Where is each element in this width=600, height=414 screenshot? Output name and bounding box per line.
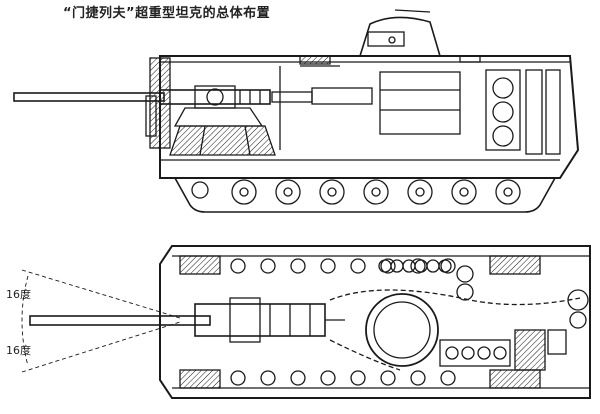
top-hull-outline	[159, 245, 591, 399]
top-ammo-stowage	[378, 259, 474, 301]
top-main-gun	[29, 297, 345, 343]
side-track	[173, 177, 557, 213]
ammunition-rack	[485, 69, 561, 155]
road-wheels	[191, 179, 521, 205]
side-hull-outline	[159, 55, 580, 179]
diagram-title: “门捷列夫”超重型坦克的总体布置	[63, 6, 271, 21]
gun-mount	[173, 107, 264, 127]
side-main-gun	[13, 85, 373, 109]
commander-cupola	[359, 16, 441, 57]
turret-ring	[365, 293, 439, 367]
lower-traverse-angle-label: 16度	[6, 344, 31, 357]
top-view	[21, 245, 591, 399]
traverse-arc	[21, 269, 181, 373]
top-track-rows	[230, 258, 456, 386]
side-view	[13, 9, 580, 213]
engine-block	[439, 289, 589, 371]
